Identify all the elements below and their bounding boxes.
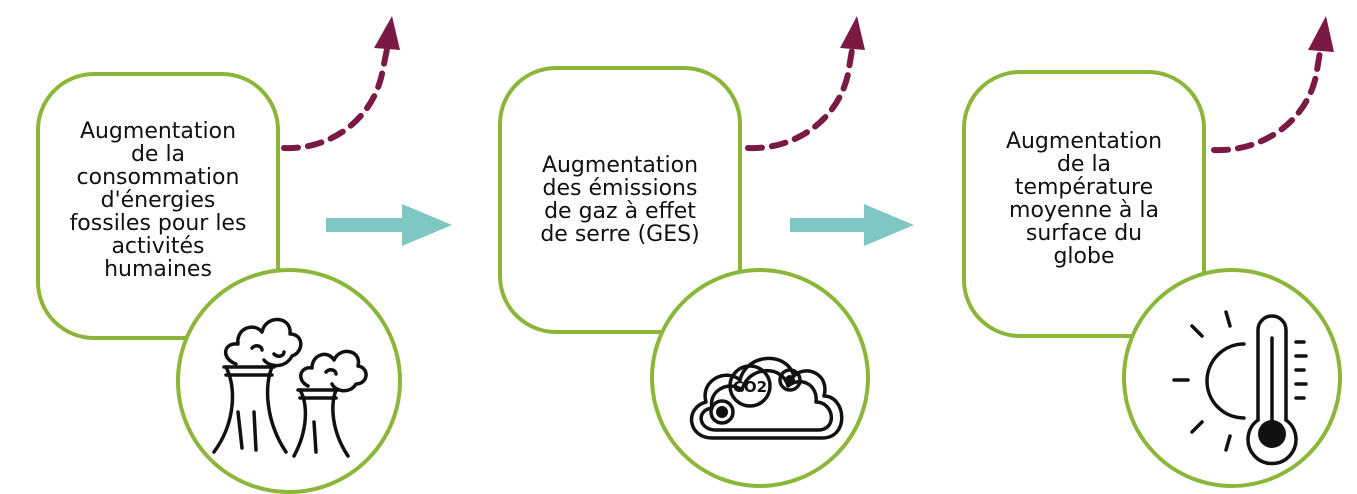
medallion-co2-cloud: CO2 bbox=[650, 268, 870, 488]
rise-arrow-3 bbox=[1211, 16, 1334, 154]
step-card-fossil-energy bbox=[36, 72, 280, 340]
step-text-temperature: Augmentation de la température moyenne à… bbox=[1005, 129, 1163, 269]
step-text-ghg-emissions: Augmentation des émissions de gaz à effe… bbox=[540, 153, 700, 247]
sun-thermometer-icon bbox=[1172, 310, 1308, 466]
co2-cloud-icon: CO2 bbox=[689, 356, 844, 440]
causal-chain-diagram: Augmentation de la consommation d'énergi… bbox=[36, 16, 1342, 494]
medallion-power-plant bbox=[176, 268, 402, 494]
medallion-sun-thermometer bbox=[1122, 268, 1342, 488]
power-plant-icon bbox=[212, 317, 368, 458]
step-text-fossil-energy: Augmentation de la consommation d'énergi… bbox=[69, 119, 247, 282]
flow-arrow-1 bbox=[326, 204, 452, 246]
rise-arrow-2 bbox=[745, 16, 865, 152]
co2-label: CO2 bbox=[733, 378, 767, 396]
arrows-layer bbox=[281, 16, 1334, 246]
rise-arrow-1 bbox=[281, 16, 400, 152]
flow-arrow-2 bbox=[790, 204, 914, 246]
